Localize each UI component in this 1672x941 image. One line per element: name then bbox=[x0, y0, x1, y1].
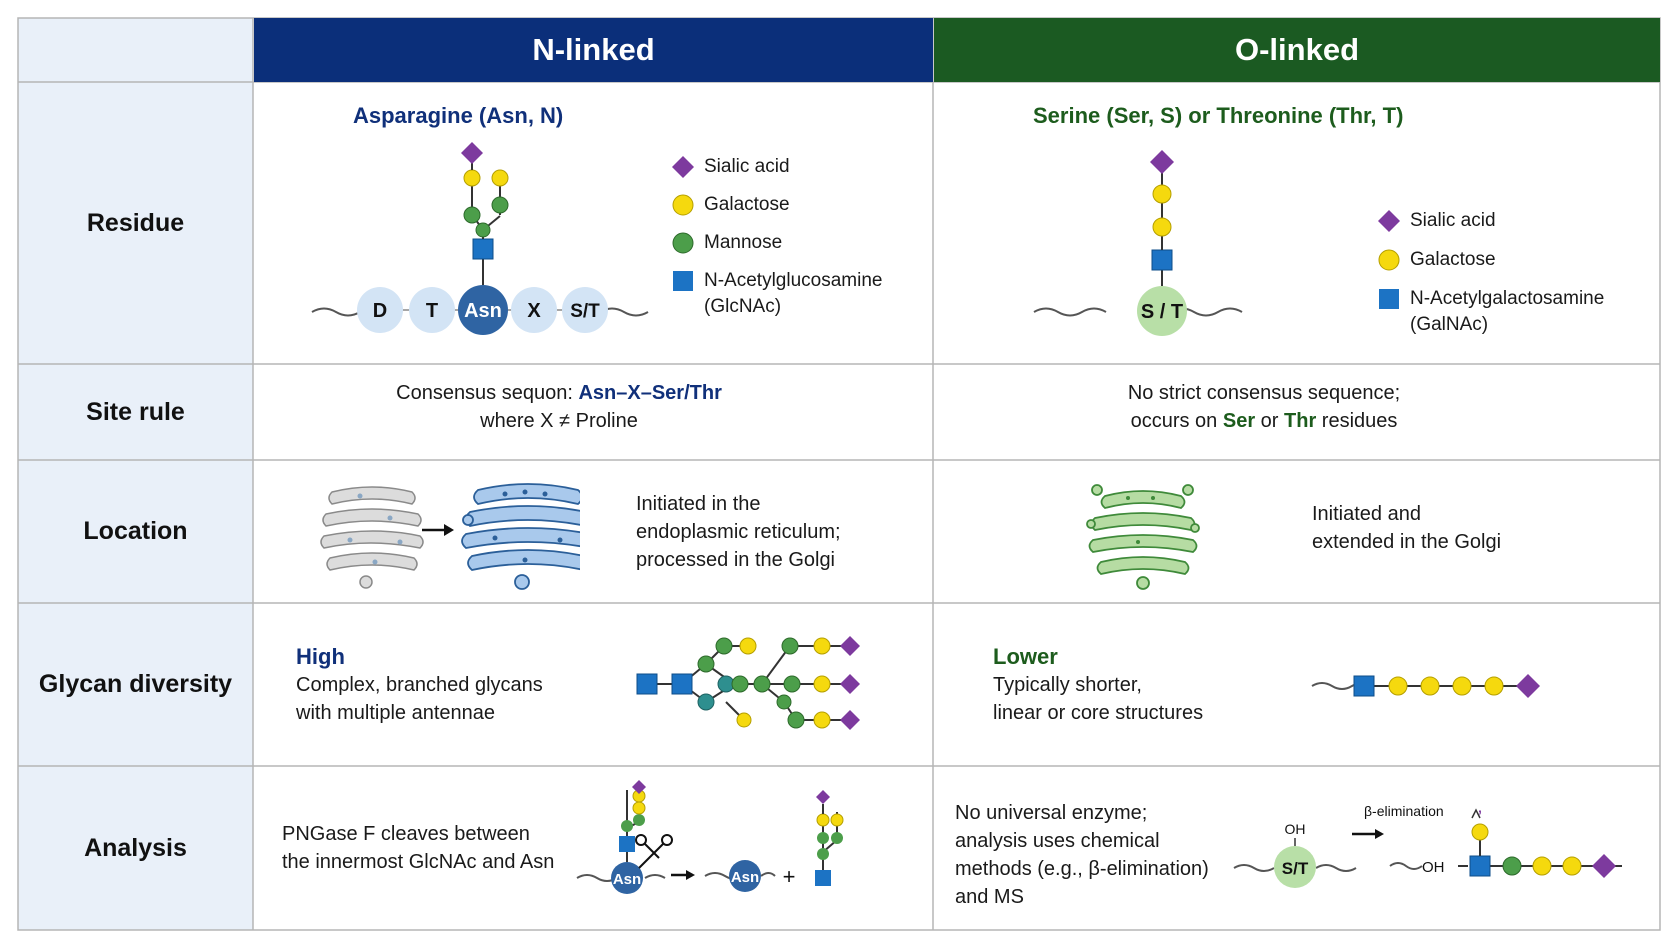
o-site-rule-post: residues bbox=[1316, 410, 1398, 432]
legend-label: Galactose bbox=[1410, 249, 1496, 270]
n-site-rule-text: Consensus sequon: Asn–X–Ser/Thr where X … bbox=[254, 379, 864, 435]
n-site-rule-prefix: Consensus sequon: bbox=[396, 382, 579, 404]
row-label-site-rule: Site rule bbox=[86, 397, 185, 426]
o-site-rule-text: No strict consensus sequence; occurs on … bbox=[934, 379, 1594, 435]
n-location-line: Initiated in the bbox=[636, 493, 761, 515]
analysis-plus: + bbox=[783, 864, 796, 889]
n-diversity-text: High Complex, branched glycans with mult… bbox=[296, 643, 543, 727]
analysis-st-residue: S/T bbox=[1282, 859, 1309, 878]
n-legend-galactose: Galactose bbox=[672, 192, 790, 218]
o-diversity-text: Lower Typically shorter, linear or core … bbox=[993, 643, 1203, 727]
o-diversity-line: Typically shorter, bbox=[993, 674, 1142, 696]
legend-label-2: (GlcNAc) bbox=[704, 296, 782, 317]
n-analysis-line: PNGase F cleaves between bbox=[282, 823, 530, 845]
n-location-line: endoplasmic reticulum; bbox=[636, 521, 841, 543]
analysis-oh-label: OH bbox=[1285, 821, 1306, 837]
legend-label: N-Acetylgalactosamine bbox=[1410, 288, 1605, 309]
o-site-rule-ser: Ser bbox=[1222, 410, 1256, 432]
o-legend-galactose: Galactose bbox=[1378, 247, 1496, 273]
n-diversity-line: with multiple antennae bbox=[296, 702, 496, 724]
seq-residue-st: S/T bbox=[570, 301, 600, 322]
legend-label: Sialic acid bbox=[1410, 210, 1496, 231]
scissors-icon bbox=[635, 834, 673, 869]
o-analysis-line: No universal enzyme; bbox=[955, 802, 1148, 824]
o-site-rule-thr: Thr bbox=[1284, 410, 1317, 432]
er-to-golgi-illustration bbox=[320, 483, 580, 590]
pngase-cleavage-diagram: Asn Asn + bbox=[576, 780, 844, 894]
n-legend-sialic: Sialic acid bbox=[672, 154, 790, 180]
o-site-rule-pre: occurs on bbox=[1130, 410, 1223, 432]
legend-label: Mannose bbox=[704, 232, 783, 253]
row-label-analysis: Analysis bbox=[84, 833, 187, 862]
n-location-line: processed in the Golgi bbox=[636, 549, 836, 571]
o-location-text: Initiated and extended in the Golgi bbox=[1312, 500, 1501, 556]
n-location-text: Initiated in the endoplasmic reticulum; … bbox=[636, 490, 841, 574]
n-linked-header: N-linked bbox=[254, 18, 933, 82]
seq-residue-asn: Asn bbox=[464, 300, 502, 322]
circle-icon bbox=[1378, 249, 1400, 271]
o-site-rule-line1: No strict consensus sequence; bbox=[1127, 382, 1401, 404]
beta-elimination-diagram: S/T OH β-elimination OH ’ bbox=[1233, 803, 1622, 888]
o-location-line: Initiated and bbox=[1312, 503, 1421, 525]
n-legend-mannose: Mannose bbox=[672, 230, 782, 256]
analysis-asn-left: Asn bbox=[613, 871, 641, 888]
o-site-rule-or: or bbox=[1255, 410, 1285, 432]
o-location-line: extended in the Golgi bbox=[1312, 531, 1502, 553]
diamond-icon bbox=[672, 156, 694, 178]
o-analysis-line: analysis uses chemical bbox=[955, 830, 1160, 852]
legend-label: Sialic acid bbox=[704, 156, 790, 177]
branched-glycan-diagram bbox=[636, 636, 860, 730]
n-legend-glcnac: N-Acetylglucosamine (GlcNAc) bbox=[672, 268, 882, 320]
o-glycan-residue-diagram: S / T bbox=[1033, 150, 1243, 336]
row-label-glycan-diversity: Glycan diversity bbox=[38, 670, 233, 698]
o-diversity-level: Lower bbox=[993, 644, 1058, 669]
o-analysis-line: and MS bbox=[955, 886, 1024, 908]
diamond-icon bbox=[1378, 210, 1400, 232]
legend-label: N-Acetylglucosamine bbox=[704, 270, 883, 291]
legend-label: Galactose bbox=[704, 194, 790, 215]
square-icon bbox=[1379, 289, 1399, 309]
linear-glycan-diagram bbox=[1311, 674, 1540, 698]
circle-icon bbox=[672, 194, 694, 216]
legend-label-2: (GalNAc) bbox=[1410, 314, 1489, 335]
n-residue-title: Asparagine (Asn, N) bbox=[353, 103, 564, 128]
row-label-residue: Residue bbox=[86, 208, 185, 237]
square-icon bbox=[673, 271, 693, 291]
seq-residue-d: D bbox=[373, 300, 387, 322]
analysis-asn-right: Asn bbox=[731, 869, 759, 886]
n-diversity-line: Complex, branched glycans bbox=[296, 674, 543, 696]
n-analysis-line: the innermost GlcNAc and Asn bbox=[282, 851, 555, 873]
seq-residue-x: X bbox=[527, 300, 541, 322]
o-linked-header: O-linked bbox=[934, 18, 1660, 82]
seq-residue-t: T bbox=[426, 300, 438, 322]
beta-elimination-label: β-elimination bbox=[1364, 803, 1444, 819]
o-diversity-line: linear or core structures bbox=[993, 702, 1204, 724]
n-analysis-text: PNGase F cleaves between the innermost G… bbox=[282, 820, 554, 876]
svg-text:’: ’ bbox=[1478, 807, 1482, 823]
n-diversity-level: High bbox=[296, 644, 345, 669]
o-residue-title: Serine (Ser, S) or Threonine (Thr, T) bbox=[1033, 103, 1404, 128]
circle-icon bbox=[672, 232, 694, 254]
o-residue-st: S / T bbox=[1141, 301, 1183, 323]
n-sequon: Asn–X–Ser/Thr bbox=[578, 382, 722, 404]
o-legend-galnac: N-Acetylgalactosamine (GalNAc) bbox=[1378, 286, 1604, 338]
o-analysis-line: methods (e.g., β-elimination) bbox=[955, 858, 1209, 880]
golgi-illustration-green bbox=[1086, 484, 1200, 590]
n-glycan-residue-diagram: D T Asn X S/T bbox=[311, 142, 649, 335]
o-legend-sialic: Sialic acid bbox=[1378, 208, 1496, 234]
analysis-oh-product: OH bbox=[1422, 859, 1445, 876]
row-label-location: Location bbox=[83, 517, 188, 545]
n-site-rule-line2: where X ≠ Proline bbox=[480, 410, 638, 432]
o-analysis-text: No universal enzyme; analysis uses chemi… bbox=[955, 799, 1209, 911]
